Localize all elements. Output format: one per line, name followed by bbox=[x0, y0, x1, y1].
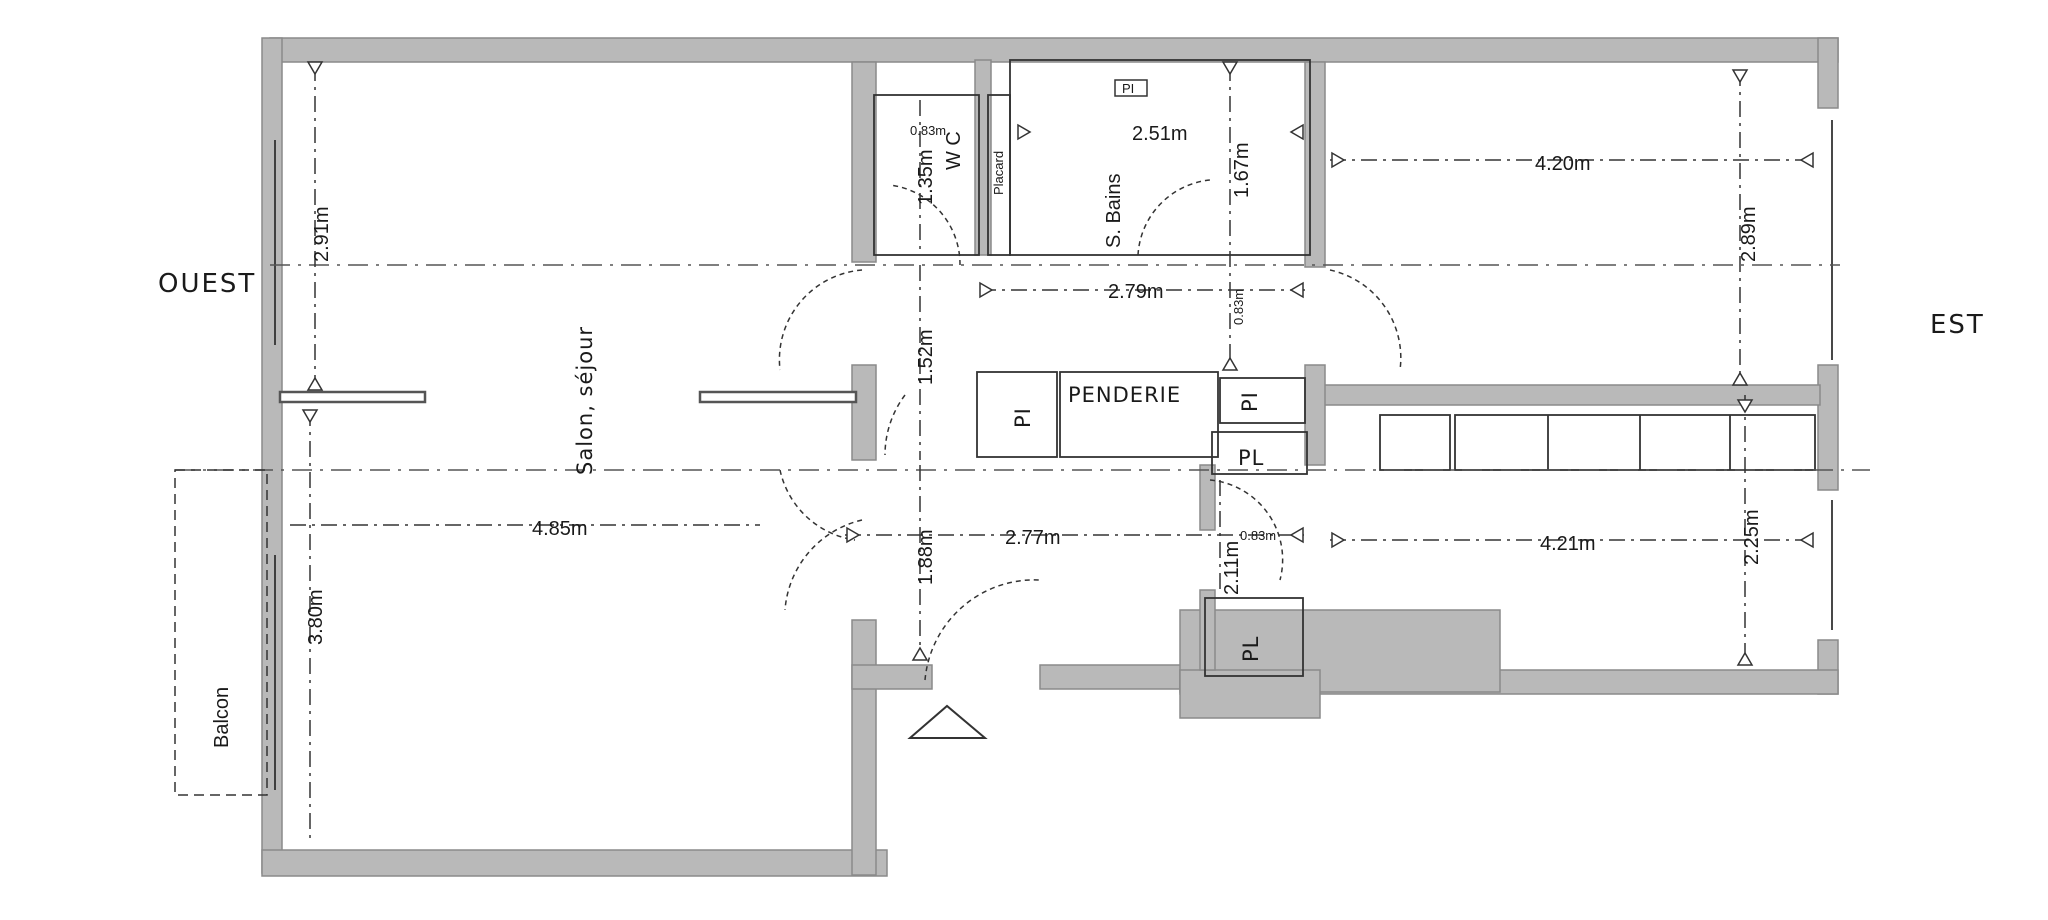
dim-corridor-upper-small: 0.83m bbox=[1231, 289, 1246, 325]
dim-living-width: 4.85m bbox=[532, 518, 588, 540]
cupboard-tag-top bbox=[1114, 79, 1148, 97]
dim-passage-depth: 2.11m bbox=[1221, 541, 1243, 595]
dim-corridor-lower: 2.77m bbox=[1005, 527, 1061, 549]
dim-living-lower-depth: 3.80m bbox=[305, 589, 327, 645]
wardrobe-label: PENDERIE bbox=[1068, 383, 1181, 407]
dimension-lines bbox=[175, 65, 1870, 840]
dim-wc-depth: 1.35m bbox=[915, 149, 937, 205]
dim-passage-width: 0.83m bbox=[1240, 528, 1276, 543]
dim-bath-width: 2.51m bbox=[1132, 123, 1188, 145]
cupboard-label-4: PL bbox=[1239, 636, 1263, 662]
dim-corridor-upper: 2.79m bbox=[1108, 281, 1164, 303]
east-label: EST bbox=[1930, 310, 1985, 340]
balcony-label: Balcon bbox=[211, 687, 233, 748]
bathroom-label: S. Bains bbox=[1103, 174, 1125, 248]
cupboard-label-3: PL bbox=[1238, 446, 1264, 470]
closet-label: Placard bbox=[991, 151, 1006, 195]
cupboard-label-5: PI bbox=[1122, 81, 1134, 96]
dim-bedroom2-depth: 2.25m bbox=[1741, 509, 1763, 565]
door-swings bbox=[778, 179, 1402, 681]
cupboard-label-1: PI bbox=[1011, 407, 1035, 428]
entry-marker-icon bbox=[907, 704, 988, 739]
living-room-label: Salon, séjour bbox=[573, 326, 597, 475]
dim-living-upper-depth: 2.91m bbox=[311, 206, 333, 262]
cupboard-label-2: PI bbox=[1238, 391, 1262, 412]
dimension-arrows bbox=[301, 61, 1814, 666]
dim-bedroom1-width: 4.20m bbox=[1535, 153, 1591, 175]
dim-bedroom1-depth: 2.89m bbox=[1738, 206, 1760, 262]
dim-wc-width: 0.83m bbox=[910, 123, 946, 138]
dim-entry-depth: 1.88m bbox=[915, 529, 937, 585]
walls bbox=[261, 37, 1839, 877]
dim-bedroom2-width: 4.21m bbox=[1540, 533, 1596, 555]
dim-bath-depth: 1.67m bbox=[1231, 142, 1253, 198]
wc-label: W C bbox=[943, 131, 965, 170]
west-label: OUEST bbox=[158, 269, 256, 299]
dim-hall-depth: 1.52m bbox=[915, 329, 937, 385]
